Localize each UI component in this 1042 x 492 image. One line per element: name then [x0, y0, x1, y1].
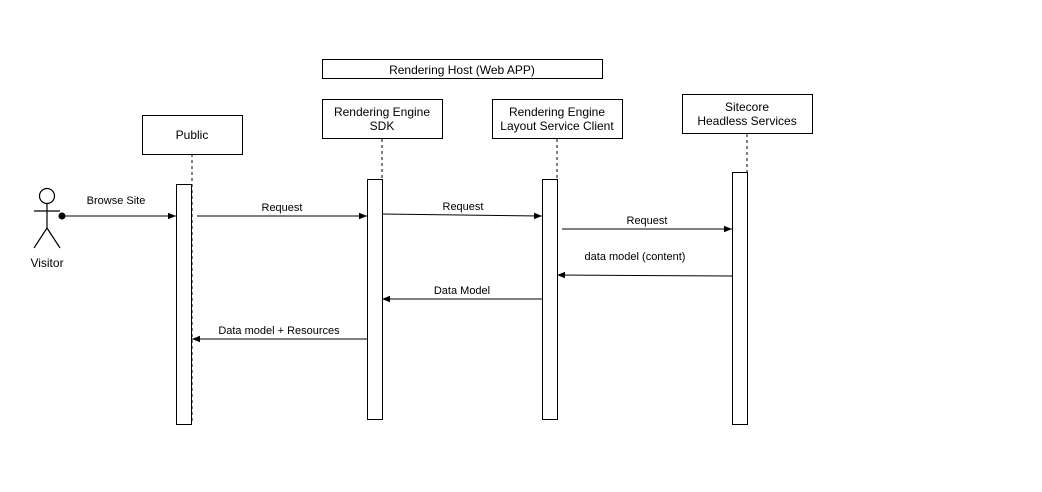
- activation-lsc: [542, 179, 558, 420]
- visitor-actor: Visitor: [30, 187, 64, 270]
- message-data-model-resources: Data model + Resources: [192, 325, 367, 343]
- participant-public-box: [142, 115, 243, 155]
- participant-sdk-box: [322, 99, 443, 139]
- message-data-model: Data Model: [382, 285, 542, 303]
- activation-public: [176, 184, 192, 425]
- message-request-sdk-lsc: Request: [381, 201, 543, 220]
- message-request-lsc-headless: Request: [562, 215, 732, 233]
- activation-headless: [732, 172, 748, 425]
- message-browse-site-label: Browse Site: [87, 195, 146, 207]
- message-data-model-label: Data Model: [434, 285, 490, 297]
- participant-lsc: Rendering Engine Layout Service Client: [492, 99, 623, 420]
- message-request-public-sdk-label: Request: [262, 202, 303, 214]
- message-data-model-resources-label: Data model + Resources: [218, 325, 340, 337]
- rendering-host-group: Rendering Host (Web APP): [322, 59, 603, 79]
- participant-headless-box: [682, 94, 813, 134]
- message-data-model-content-label: data model (content): [585, 251, 686, 263]
- participant-lsc-label-line2: Layout Service Client: [500, 119, 614, 133]
- participant-lsc-box: [492, 99, 623, 139]
- stick-figure-icon: [33, 187, 61, 249]
- message-request-public-sdk: Request: [197, 202, 367, 220]
- message-data-model-content: data model (content): [556, 251, 733, 279]
- participant-sdk-label-line2: SDK: [370, 119, 395, 133]
- participant-sdk: Rendering Engine SDK: [322, 99, 443, 420]
- participant-sdk-label-line1: Rendering Engine: [334, 105, 430, 119]
- activation-sdk: [367, 179, 383, 420]
- participant-headless-label-line2: Headless Services: [697, 114, 796, 128]
- participant-headless: Sitecore Headless Services: [682, 94, 813, 425]
- participant-lsc-label-line1: Rendering Engine: [509, 105, 605, 119]
- message-request-lsc-headless-label: Request: [627, 215, 668, 227]
- message-request-sdk-lsc-label: Request: [443, 201, 484, 213]
- visitor-label: Visitor: [30, 256, 63, 270]
- participant-public: Public: [142, 115, 243, 425]
- rendering-host-label: Rendering Host (Web APP): [389, 63, 535, 77]
- participant-headless-label-line1: Sitecore: [725, 100, 769, 114]
- participant-public-label: Public: [176, 128, 209, 142]
- message-browse-site: Browse Site: [58, 195, 176, 220]
